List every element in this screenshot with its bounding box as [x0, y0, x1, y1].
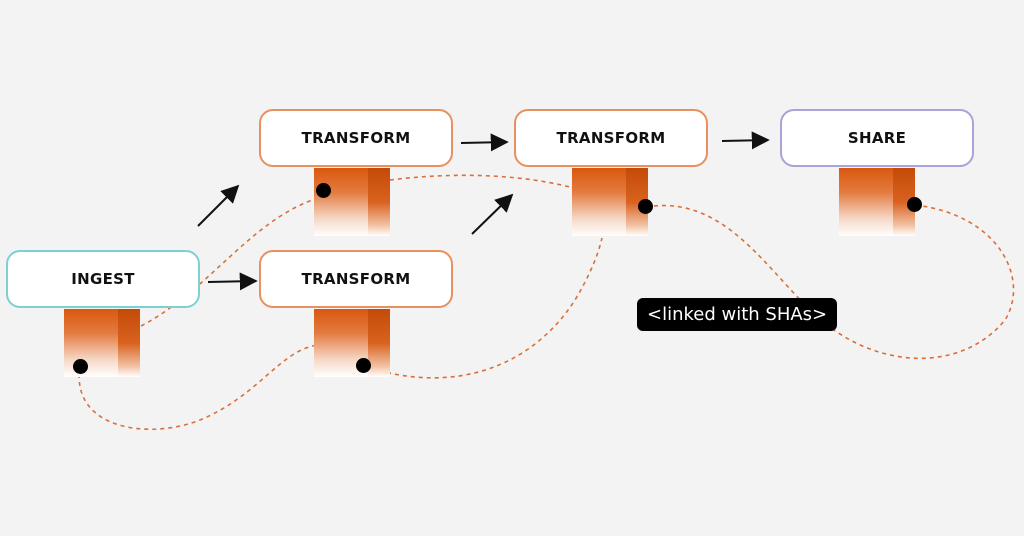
transform-mid-node[interactable]: TRANSFORM	[514, 109, 708, 167]
tab-fold	[368, 309, 390, 377]
share-node[interactable]: SHARE	[780, 109, 974, 167]
transform-bottom-node-label: TRANSFORM	[301, 270, 411, 288]
arrow-ingest-to-transform-bottom	[207, 272, 258, 291]
sha-link-ingest-loop	[78, 344, 319, 430]
tab-fold	[626, 168, 648, 236]
share-link-dot	[907, 197, 922, 212]
sha-link-transform-bottom-to-transform-mid	[363, 237, 603, 379]
transform-top-node-label: TRANSFORM	[301, 129, 411, 147]
transform-bottom-output-tab	[314, 309, 390, 377]
sha-link-annotation: <linked with SHAs>	[637, 298, 838, 331]
transform-mid-node-label: TRANSFORM	[556, 129, 666, 147]
ingest-node[interactable]: INGEST	[6, 250, 200, 308]
share-node-label: SHARE	[847, 129, 907, 147]
transform-bottom-node[interactable]: TRANSFORM	[259, 250, 453, 308]
arrow-transform-bottom-to-transform-mid	[471, 193, 514, 235]
sha-link-transform-mid-to-share	[645, 204, 1015, 359]
tab-fold	[118, 309, 140, 377]
transform-bottom-link-dot	[356, 358, 371, 373]
transform-top-node[interactable]: TRANSFORM	[259, 109, 453, 167]
share-output-tab	[839, 168, 915, 236]
tab-fold	[893, 168, 915, 236]
ingest-node-label: INGEST	[71, 270, 135, 288]
transform-mid-output-tab	[572, 168, 648, 236]
ingest-link-dot	[73, 359, 88, 374]
transform-top-link-dot	[316, 183, 331, 198]
arrow-transform-top-to-transform-mid	[460, 133, 509, 152]
sha-link-ingest-to-transform-top	[140, 197, 319, 327]
arrow-ingest-to-transform-top	[197, 184, 240, 227]
tab-fold	[368, 168, 390, 236]
transform-top-output-tab	[314, 168, 390, 236]
arrow-transform-mid-to-share	[721, 131, 770, 150]
transform-mid-link-dot	[638, 199, 653, 214]
